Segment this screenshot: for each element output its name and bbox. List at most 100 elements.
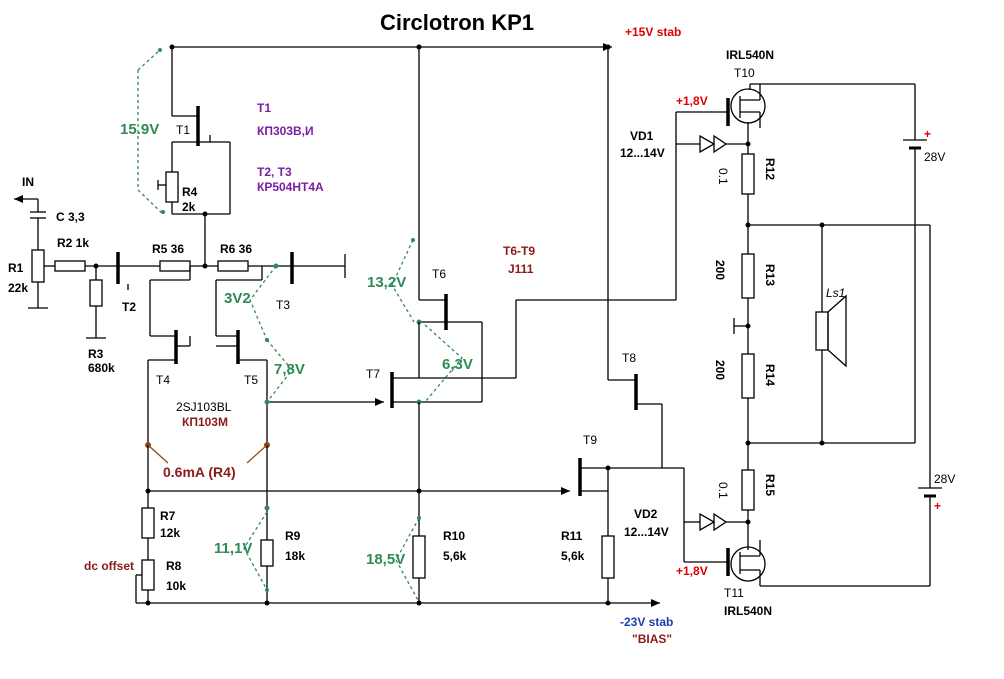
t5-label: T5 — [244, 373, 258, 387]
vd1-label: VD1 — [630, 129, 654, 143]
t4-label: T4 — [156, 373, 170, 387]
r10-resistor — [412, 535, 426, 579]
r2-label: R2 1k — [57, 236, 89, 250]
bottom-battery-voltage: 28V — [934, 472, 955, 486]
t7-label: T7 — [366, 367, 380, 381]
r15-label: R15 — [763, 474, 777, 496]
t23-head: T2, T3 — [257, 165, 292, 179]
t69-type: J111 — [508, 262, 534, 276]
lower-resistors: R7 12k R8 10k dc offset R9 18k — [84, 505, 305, 604]
positive-rail: +15V stab — [169, 25, 681, 51]
t10-part: IRL540N — [726, 48, 774, 62]
bottom-battery-plus: + — [934, 499, 941, 513]
r4-label: R4 — [182, 185, 198, 199]
r14-resistor — [741, 353, 755, 399]
t1-current-source: T1 R4 2k — [157, 47, 231, 266]
r12-value: 0.1 — [716, 168, 730, 185]
r3-label: R3 — [88, 347, 104, 361]
t1-label: T1 — [176, 123, 190, 137]
voltage-annotations: 15.9V 3V2 7,8V 13,2V 6,3V 11,1V 18,5V — [120, 48, 473, 603]
t8-label: T8 — [622, 351, 636, 365]
input-section: IN C 3,3 R1 22k R2 1k R3 680k — [8, 175, 118, 375]
r7-resistor — [141, 507, 155, 539]
v-13-2: 13,2V — [367, 274, 406, 291]
r7-value: 12k — [160, 526, 180, 540]
top-battery-plus: + — [924, 127, 931, 141]
r11-resistor — [601, 535, 615, 579]
r8-label: R8 — [166, 559, 182, 573]
t4-t5-stage: T4 T5 2SJ103BL КП103М — [147, 330, 384, 445]
r4-value: 2k — [182, 200, 196, 214]
t45-type2: КП103М — [182, 415, 228, 429]
r5-resistor — [159, 260, 191, 272]
r9-resistor — [260, 539, 274, 567]
t2-label: T2 — [122, 300, 136, 314]
r11-value: 5,6k — [561, 549, 585, 563]
t45-type1: 2SJ103BL — [176, 400, 232, 414]
t69-head: T6-T9 — [503, 244, 535, 258]
r9-label: R9 — [285, 529, 301, 543]
r13-value: 200 — [713, 260, 727, 280]
v-3v2: 3V2 — [224, 290, 251, 307]
dc-offset-label: dc offset — [84, 559, 134, 573]
top-battery-voltage: 28V — [924, 150, 945, 164]
t10-ref: T10 — [734, 66, 755, 80]
r14-label: R14 — [763, 364, 777, 386]
t11-gate-voltage: +1,8V — [676, 564, 708, 578]
r7-label: R7 — [160, 509, 176, 523]
vd2-value: 12...14V — [624, 525, 669, 539]
r12-resistor — [741, 153, 755, 195]
r15-resistor — [741, 469, 755, 511]
t1-type: КП303В,И — [257, 124, 314, 138]
v-11-1: 11,1V — [214, 540, 252, 557]
negative-rail: -23V stab "BIAS" — [145, 599, 673, 646]
r4-trimmer — [165, 171, 179, 203]
v-7-8: 7,8V — [274, 361, 305, 378]
diagram-title: Circlotron KP1 — [380, 10, 534, 35]
c-label: C 3,3 — [56, 210, 85, 224]
input-pair: R5 36 R6 36 T2 T3 — [116, 242, 346, 336]
r8-trimmer — [141, 559, 155, 591]
v-15-9: 15.9V — [120, 121, 159, 138]
v-6-3: 6,3V — [442, 356, 473, 373]
t8-t9-stage: T8 T9 R11 5,6k — [561, 44, 728, 603]
t6-label: T6 — [432, 267, 446, 281]
ls1-speaker — [815, 311, 829, 351]
r3-value: 680k — [88, 361, 115, 375]
r15-value: 0.1 — [716, 482, 730, 499]
r12-label: R12 — [763, 158, 777, 180]
r11-label: R11 — [561, 529, 583, 543]
v-18-5: 18,5V — [366, 551, 405, 568]
t11-part: IRL540N — [724, 604, 772, 618]
t11-ref: T11 — [724, 586, 744, 600]
current-label: 0.6mA (R4) — [163, 464, 236, 480]
r10-value: 5,6k — [443, 549, 467, 563]
r2-resistor — [54, 260, 86, 272]
r10-label: R10 — [443, 529, 465, 543]
r1-value: 22k — [8, 281, 28, 295]
t9-label: T9 — [583, 433, 597, 447]
t3-label: T3 — [276, 298, 290, 312]
in-label: IN — [22, 175, 34, 189]
r13-label: R13 — [763, 264, 777, 286]
type-annotations: T1 КП303В,И T2, T3 КР504НТ4А — [257, 101, 324, 194]
vd2-label: VD2 — [634, 507, 658, 521]
bias-line: 0.6mA (R4) — [145, 442, 570, 508]
neg-rail-label: -23V stab — [620, 615, 673, 629]
bias-label: "BIAS" — [632, 632, 672, 646]
pos-rail-label: +15V stab — [625, 25, 681, 39]
r13-resistor — [741, 253, 755, 299]
t6-t7-stage: T6 T7 R10 5,6k T6-T9 J111 — [366, 47, 728, 603]
vd2-zener — [699, 512, 716, 532]
r1-label: R1 — [8, 261, 24, 275]
r14-value: 200 — [713, 360, 727, 380]
ls1-label: Ls1 — [826, 286, 845, 300]
r5-label: R5 36 — [152, 242, 184, 256]
r6-resistor — [217, 260, 249, 272]
t10-gate-voltage: +1,8V — [676, 94, 708, 108]
output-stage: IRL540N T10 +1,8V VD1 12...14V 0.1 R12 2… — [620, 48, 955, 618]
r6-label: R6 36 — [220, 242, 252, 256]
vd1-zener — [699, 134, 716, 154]
